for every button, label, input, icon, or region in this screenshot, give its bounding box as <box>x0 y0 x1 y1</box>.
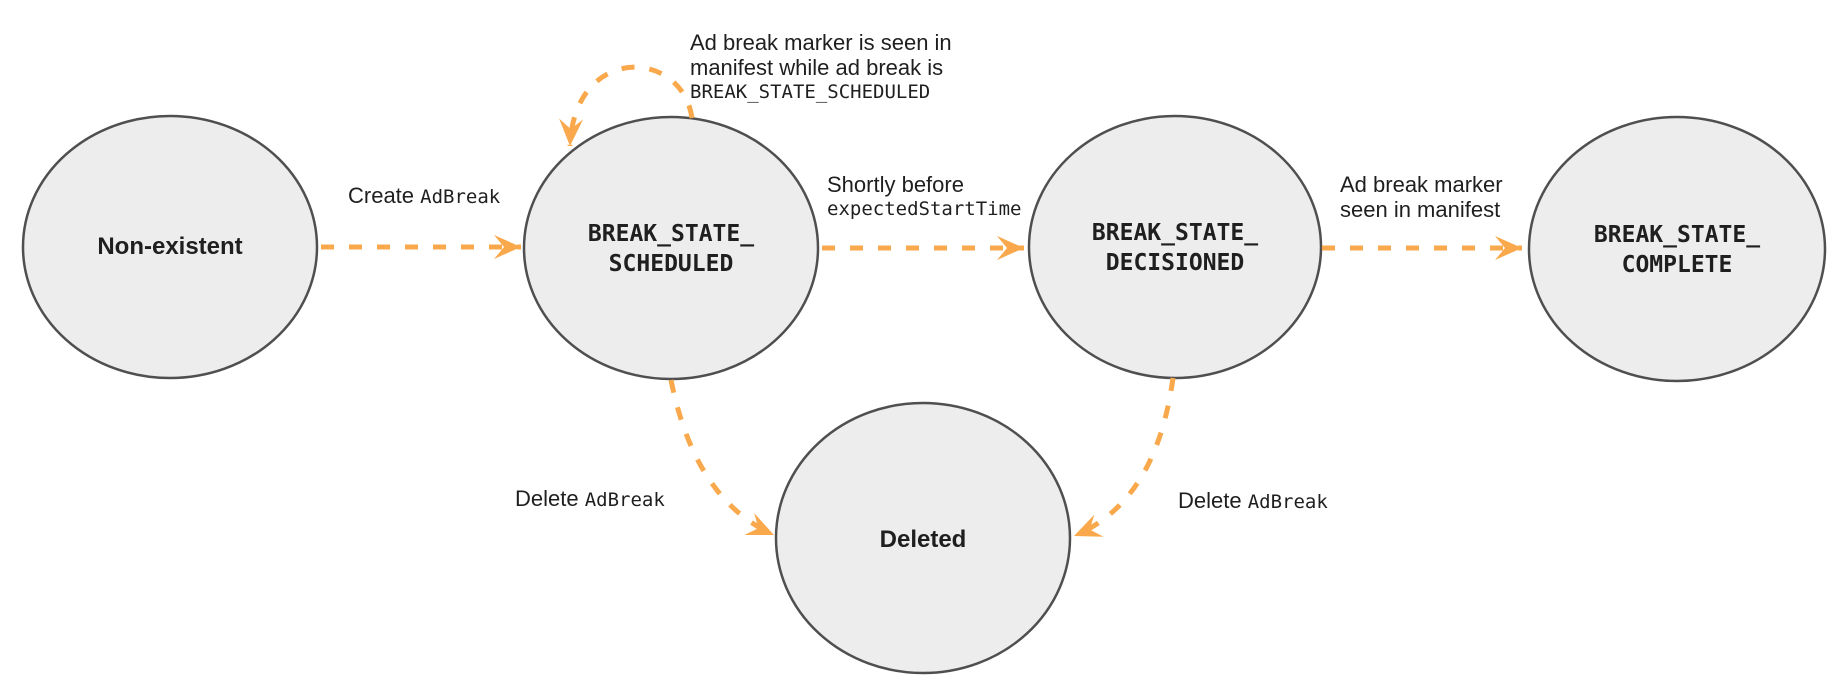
edge-self-loop-scheduled <box>559 64 695 147</box>
node-label-line: BREAK_STATE_ <box>587 221 755 247</box>
node-label-break-state-scheduled: BREAK_STATE_ SCHEDULED <box>588 219 754 279</box>
edge-label-shortly-before: Shortly before expectedStartTime <box>827 172 1021 222</box>
edge-label-line: Ad break marker is seen in <box>690 30 952 55</box>
edge-label-text: Delete <box>515 486 585 511</box>
node-break-state-scheduled <box>522 115 820 381</box>
edge-label-self-loop: Ad break marker is seen in manifest whil… <box>690 30 952 105</box>
edge-decisioned-to-deleted <box>1073 377 1176 539</box>
edge-label-marker-seen: Ad break marker seen in manifest <box>1340 172 1503 222</box>
node-label-break-state-decisioned: BREAK_STATE_ DECISIONED <box>1092 218 1258 278</box>
edge-label-code: AdBreak <box>420 186 501 208</box>
edge-label-code: expectedStartTime <box>827 198 1022 220</box>
node-non-existent <box>21 114 319 380</box>
node-deleted <box>774 401 1072 675</box>
node-label-non-existent: Non-existent <box>97 233 243 260</box>
edge-label-line: Shortly before <box>827 172 964 197</box>
node-label-break-state-complete: BREAK_STATE_ COMPLETE <box>1594 220 1760 280</box>
node-label-line: BREAK_STATE_ <box>1593 222 1761 248</box>
edge-label-delete-adbreak-left: Delete AdBreak <box>515 486 665 513</box>
edge-label-code: BREAK_STATE_SCHEDULED <box>690 81 931 103</box>
node-label-deleted: Deleted <box>879 526 967 553</box>
node-break-state-decisioned <box>1027 114 1323 380</box>
edge-label-line: Ad break marker <box>1340 172 1503 197</box>
edge-label-text: Create <box>348 183 421 208</box>
edge-scheduled-to-deleted <box>668 379 776 538</box>
edge-label-code: AdBreak <box>1247 491 1328 513</box>
node-break-state-complete <box>1527 115 1827 383</box>
edge-label-code: AdBreak <box>584 489 665 511</box>
edge-label-text: Delete <box>1178 488 1248 513</box>
edge-label-create-adbreak: Create AdBreak <box>348 183 500 210</box>
edge-label-line: manifest while ad break is <box>690 55 944 80</box>
node-label-line: BREAK_STATE_ <box>1091 220 1259 246</box>
edge-label-delete-adbreak-right: Delete AdBreak <box>1178 488 1328 515</box>
edge-label-line: seen in manifest <box>1340 197 1501 222</box>
node-label-line: SCHEDULED <box>608 251 734 277</box>
node-label-line: DECISIONED <box>1105 250 1245 276</box>
node-label-line: COMPLETE <box>1621 252 1733 278</box>
